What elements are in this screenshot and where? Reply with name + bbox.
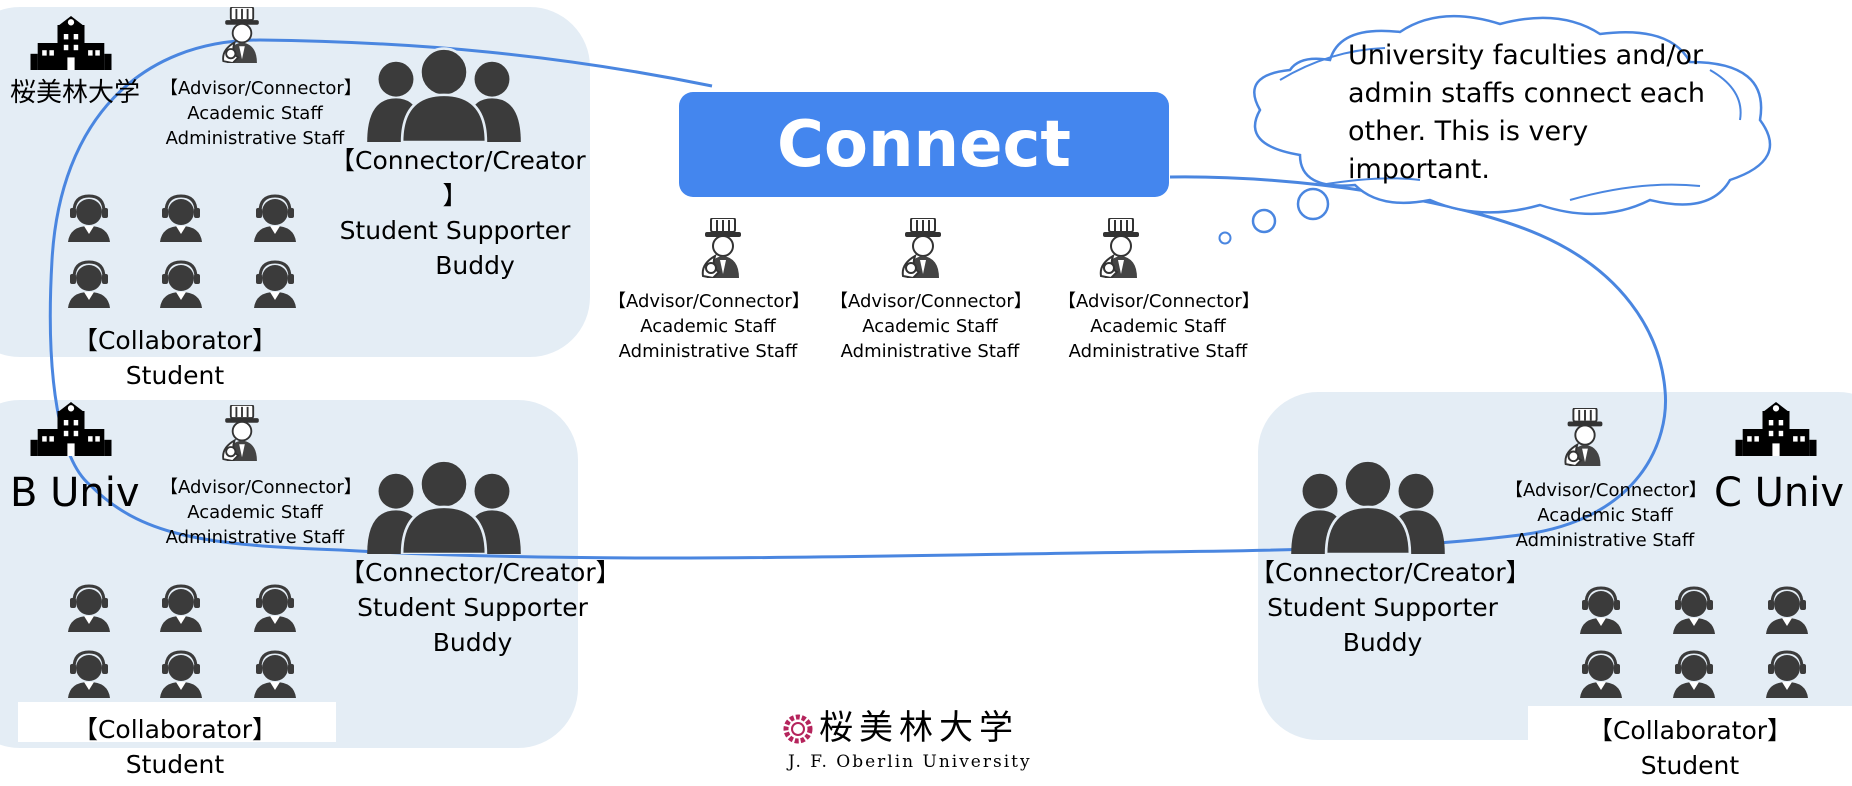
student-headset-icon (1762, 648, 1812, 698)
c-univ-collaborator-label: 【Collaborator】 Student (1570, 713, 1810, 783)
student-headset-icon (156, 192, 206, 242)
group-icon (1282, 458, 1454, 554)
advisor-icon (1091, 218, 1151, 278)
connect-banner: Connect (679, 92, 1169, 197)
c-univ-name: C Univ (1714, 470, 1845, 516)
collaborator-role: 【Collaborator】 (72, 715, 278, 744)
b-univ-connector-label: 【Connector/Creator】 Student Supporter Bu… (340, 555, 621, 660)
b-univ-collaborator-label: 【Collaborator】 Student (60, 712, 290, 782)
connector-line1: Student Supporter (357, 593, 588, 622)
student-headset-icon (64, 582, 114, 632)
connector-role: 【Connector/Creator】 (340, 558, 621, 587)
student-headset-icon (64, 648, 114, 698)
advisor-role: 【Advisor/Connector】 (1058, 291, 1260, 312)
advisor-line1: Academic Staff (187, 502, 323, 523)
connector-role-end: 】 (442, 181, 468, 210)
connector-line1: Student Supporter (1267, 593, 1498, 622)
connector-line2: Buddy (1342, 628, 1423, 657)
collaborator-line1: Student (125, 750, 225, 779)
connector-role: 【Connector/Creator (330, 146, 586, 175)
student-headset-icon (1576, 648, 1626, 698)
advisor-icon (1556, 408, 1614, 466)
student-headset-icon (250, 192, 300, 242)
connector-role: 【Connector/Creator】 (1250, 558, 1531, 587)
student-headset-icon (1669, 648, 1719, 698)
collaborator-line1: Student (1640, 751, 1740, 780)
center-advisor-label-3: 【Advisor/Connector】 Academic Staff Admin… (1058, 289, 1260, 364)
c-univ-connector-label: 【Connector/Creator】 Student Supporter Bu… (1250, 555, 1531, 660)
center-advisor-label-1: 【Advisor/Connector】 Academic Staff Admin… (608, 289, 810, 364)
group-icon (358, 46, 530, 142)
c-univ-collab-bg (1528, 706, 1852, 786)
logo-name-en: J. F. Oberlin University (788, 752, 1032, 772)
b-univ-advisor-label: 【Advisor/Connector】 Academic Staff Admin… (160, 475, 362, 550)
collaborator-role: 【Collaborator】 (72, 326, 278, 355)
building-icon (28, 402, 114, 456)
building-icon (1733, 402, 1819, 456)
advisor-icon (893, 218, 953, 278)
advisor-line1: Academic Staff (862, 316, 998, 337)
student-headset-icon (1669, 584, 1719, 634)
advisor-icon (693, 218, 753, 278)
advisor-role: 【Advisor/Connector】 (830, 291, 1032, 312)
oberlin-collaborator-label: 【Collaborator】 Student (60, 323, 290, 393)
thought-bubble-text: University faculties and/or admin staffs… (1348, 40, 1705, 185)
student-headset-icon (156, 648, 206, 698)
advisor-role: 【Advisor/Connector】 (608, 291, 810, 312)
b-univ-name: B Univ (10, 470, 140, 516)
student-headset-icon (64, 258, 114, 308)
student-headset-icon (250, 648, 300, 698)
oberlin-collab-bg (18, 702, 336, 742)
advisor-role: 【Advisor/Connector】 (160, 477, 362, 498)
advisor-line1: Academic Staff (1090, 316, 1226, 337)
advisor-line2: Administrative Staff (1515, 530, 1695, 551)
building-icon (28, 16, 114, 70)
group-icon (358, 458, 530, 554)
student-headset-icon (250, 582, 300, 632)
student-headset-icon (1576, 584, 1626, 634)
thought-cloud-icon (1218, 14, 1772, 245)
collaborator-role: 【Collaborator】 (1587, 716, 1793, 745)
center-advisor-label-2: 【Advisor/Connector】 Academic Staff Admin… (830, 289, 1032, 364)
oberlin-advisor-label: 【Advisor/Connector】 Academic Staff Admin… (160, 76, 362, 151)
collaborator-line1: Student (125, 361, 225, 390)
student-headset-icon (156, 582, 206, 632)
footer-logo: 桜美林大学 J. F. Oberlin University (783, 708, 1053, 772)
advisor-role: 【Advisor/Connector】 (1505, 480, 1707, 501)
connector-line1: Student Supporter (339, 216, 571, 245)
advisor-line1: Academic Staff (187, 103, 323, 124)
connector-line2: Buddy (432, 628, 513, 657)
advisor-line2: Administrative Staff (165, 527, 345, 548)
student-headset-icon (1762, 584, 1812, 634)
student-headset-icon (156, 258, 206, 308)
logo-name-jp: 桜美林大学 (819, 708, 1019, 748)
oberlin-emblem-icon (783, 714, 813, 744)
connector-line2: Buddy (435, 251, 515, 280)
advisor-line1: Academic Staff (1537, 505, 1673, 526)
student-headset-icon (64, 192, 114, 242)
advisor-line2: Administrative Staff (165, 128, 345, 149)
oberlin-univ-name: 桜美林大学 (10, 78, 141, 108)
oberlin-connector-label: 【Connector/Creator 】 Student Supporter B… (330, 143, 586, 283)
c-univ-advisor-label: 【Advisor/Connector】 Academic Staff Admin… (1505, 478, 1707, 553)
advisor-icon (214, 405, 270, 461)
advisor-line2: Administrative Staff (1068, 341, 1248, 362)
advisor-line2: Administrative Staff (618, 341, 798, 362)
advisor-line2: Administrative Staff (840, 341, 1020, 362)
advisor-icon (214, 7, 270, 63)
student-headset-icon (250, 258, 300, 308)
advisor-role: 【Advisor/Connector】 (160, 78, 362, 99)
advisor-line1: Academic Staff (640, 316, 776, 337)
connect-title: Connect (777, 107, 1071, 182)
